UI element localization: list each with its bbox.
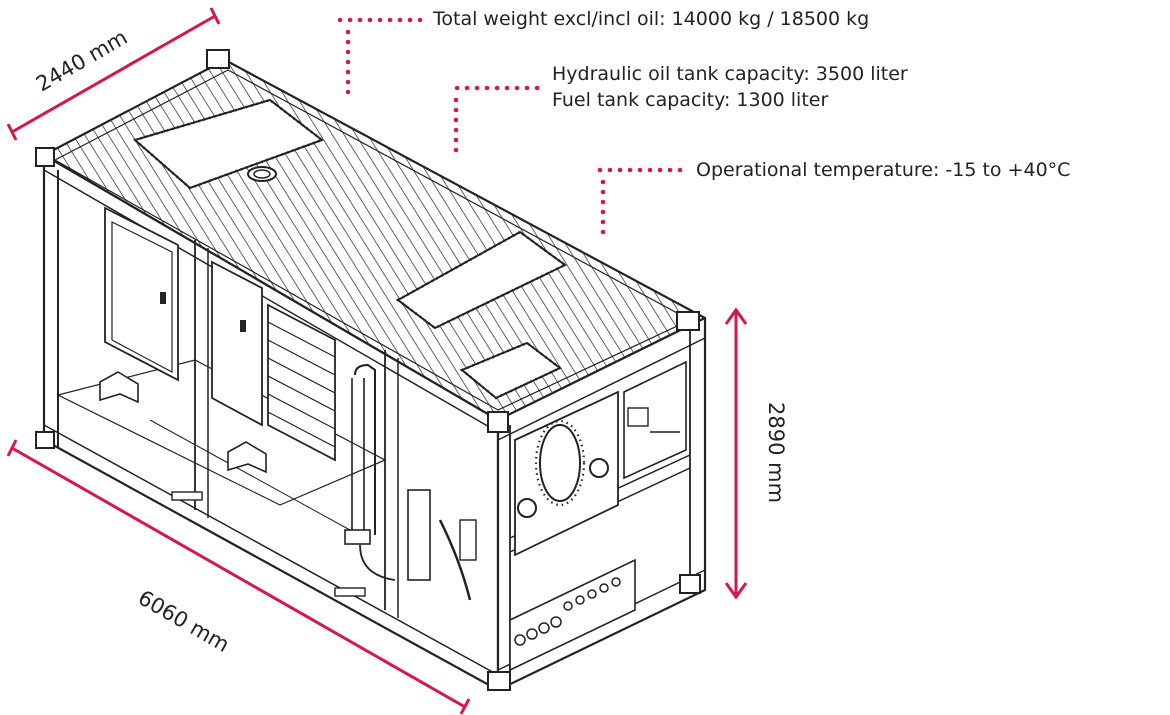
roof-hatch-1 (132, 98, 325, 190)
dimension-line-length (6, 439, 471, 715)
leader-temperature (597, 167, 683, 235)
leader-weight (337, 17, 423, 95)
cooler-grille (267, 303, 336, 462)
connector-panel (509, 558, 636, 672)
dimension-line-width (6, 7, 221, 141)
tank-hatch (514, 390, 619, 557)
callout-fuel-tank: Fuel tank capacity: 1300 liter (552, 89, 829, 111)
callout-hydraulic-tank: Hydraulic oil tank capacity: 3500 liter (552, 63, 908, 85)
end-compartment (623, 360, 687, 480)
interior-cabinet-2 (211, 260, 263, 427)
leader-tanks (453, 85, 540, 153)
callout-weight: Total weight excl/incl oil: 14000 kg / 1… (433, 8, 870, 30)
roof-hatch-3 (459, 341, 563, 400)
roof-hatch-2 (395, 230, 568, 330)
callout-temperature: Operational temperature: -15 to +40°C (696, 159, 1071, 181)
dimension-arrow-height (724, 307, 748, 600)
corner-castings (35, 49, 701, 691)
dimension-label-height: 2890 mm (764, 402, 788, 504)
forklift-pockets (99, 371, 366, 597)
interior-pipes (344, 363, 477, 601)
roof-vent (247, 166, 277, 182)
interior-cabinet-1 (104, 206, 179, 382)
